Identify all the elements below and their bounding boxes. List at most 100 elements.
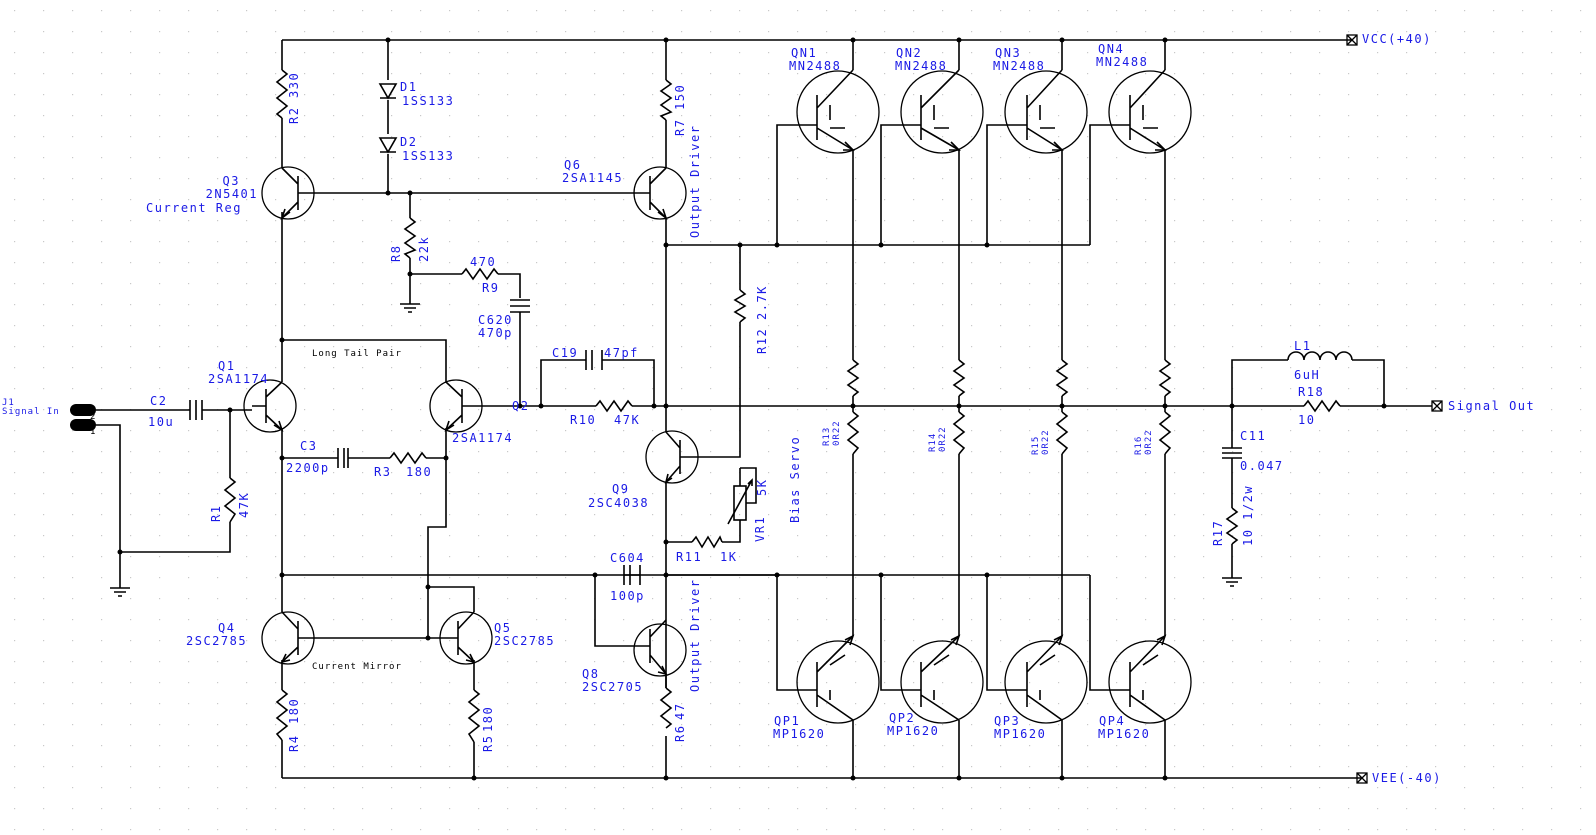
r12-value: 2.7K bbox=[755, 285, 769, 320]
r6-value: 47 bbox=[673, 703, 687, 720]
r11-ref: R11 bbox=[676, 550, 702, 564]
transistor-q5-symbol bbox=[439, 611, 493, 665]
r6-ref: R6 bbox=[673, 725, 687, 742]
resistor-r18 bbox=[1303, 399, 1341, 413]
long-tail-pair-label: Long Tail Pair bbox=[312, 349, 402, 359]
c604-value: 100p bbox=[610, 589, 645, 603]
r13-value: 0R22 bbox=[832, 420, 842, 446]
qn4-part: MN2488 bbox=[1096, 55, 1148, 69]
output-driver-top-label: Output Driver bbox=[688, 125, 702, 238]
transistor-qn1-symbol bbox=[793, 69, 880, 154]
transistor-q2-symbol bbox=[429, 379, 483, 433]
qn3-part: MN2488 bbox=[993, 59, 1045, 73]
r10-ref: R10 bbox=[570, 413, 596, 427]
transistor-q8-symbol bbox=[633, 619, 687, 688]
resistor-r7 bbox=[659, 79, 673, 121]
q1-part: 2SA1174 bbox=[208, 372, 269, 386]
r4-value: 180 bbox=[287, 698, 301, 724]
r13-ref: R13 bbox=[822, 427, 832, 446]
r17-ref: R17 bbox=[1211, 520, 1225, 546]
capacitor-c19 bbox=[585, 350, 603, 370]
q4-part: 2SC2785 bbox=[186, 634, 247, 648]
r2-value: 330 bbox=[287, 72, 301, 98]
transistor-qn3-symbol bbox=[1003, 69, 1088, 154]
transistor-q3-symbol bbox=[261, 166, 315, 221]
c11-value: 0.047 bbox=[1240, 459, 1284, 473]
r9-ref: R9 bbox=[482, 281, 499, 295]
wires bbox=[96, 39, 1432, 779]
qp4-ref: QP4 bbox=[1099, 714, 1125, 728]
r10-value: 47K bbox=[614, 413, 640, 427]
transistor-qp3-symbol bbox=[1003, 634, 1088, 724]
transistor-q4-symbol bbox=[261, 611, 315, 665]
resistor-r4 bbox=[275, 689, 289, 741]
signal-in-ref-label: J1 bbox=[2, 398, 15, 408]
r18-value: 10 bbox=[1298, 413, 1315, 427]
resistor-r11 bbox=[691, 535, 723, 549]
qn2-part: MN2488 bbox=[895, 59, 947, 73]
r1-value: 47K bbox=[237, 492, 251, 518]
r15-ref: R15 bbox=[1031, 436, 1041, 455]
q3-part: 2N5401 bbox=[206, 187, 258, 201]
r16-value: 0R22 bbox=[1144, 429, 1154, 455]
d2-part: 1SS133 bbox=[402, 149, 454, 163]
resistor-r3 bbox=[389, 451, 427, 465]
qp1-ref: QP1 bbox=[774, 714, 800, 728]
transistor-qp1-symbol bbox=[793, 634, 880, 724]
transistor-qp4-symbol bbox=[1106, 634, 1192, 724]
q2-ref: Q2 bbox=[512, 399, 529, 413]
q6-part: 2SA1145 bbox=[562, 171, 623, 185]
l1-ref: L1 bbox=[1294, 339, 1311, 353]
current-reg-label: Current Reg bbox=[146, 201, 242, 215]
d1-ref: D1 bbox=[400, 80, 417, 94]
junction-dots bbox=[117, 37, 1387, 781]
q9-part: 2SC4038 bbox=[588, 496, 649, 510]
vr1-value: 5K bbox=[755, 479, 769, 496]
diode-d1 bbox=[378, 83, 398, 100]
qn1-part: MN2488 bbox=[789, 59, 841, 73]
r14-value: 0R22 bbox=[938, 426, 948, 452]
resistor-r10 bbox=[595, 399, 633, 413]
resistor-r17 bbox=[1225, 507, 1239, 545]
c604-ref: C604 bbox=[610, 551, 645, 565]
capacitor-c3 bbox=[337, 448, 349, 468]
port-markers bbox=[1346, 34, 1443, 784]
c3-ref: C3 bbox=[300, 439, 317, 453]
pin-2-label: 2 bbox=[90, 412, 96, 422]
resistor-r15 bbox=[1055, 411, 1069, 455]
transistor-q6-symbol bbox=[633, 166, 687, 221]
r7-ref: R7 bbox=[673, 119, 687, 136]
qp3-part: MP1620 bbox=[994, 727, 1046, 741]
d1-part: 1SS133 bbox=[402, 94, 454, 108]
resistor-r2 bbox=[275, 69, 289, 119]
input-connector-j1[interactable] bbox=[70, 404, 96, 431]
labels: VCC(+40) VEE(-40) Signal Out J1 Signal I… bbox=[2, 32, 1534, 785]
r4-ref: R4 bbox=[287, 735, 301, 752]
r9-value: 470 bbox=[470, 255, 496, 269]
c620-value: 470p bbox=[478, 326, 513, 340]
c2-ref: C2 bbox=[150, 394, 167, 408]
resistor-r8 bbox=[403, 217, 417, 259]
resistor-r13 bbox=[846, 411, 860, 455]
q2-part: 2SA1174 bbox=[452, 431, 513, 445]
q8-ref: Q8 bbox=[582, 667, 599, 681]
r14-ref: R14 bbox=[928, 433, 938, 452]
bias-servo-label: Bias Servo bbox=[788, 436, 802, 523]
r1-ref: R1 bbox=[209, 505, 223, 522]
qp2-part: MP1620 bbox=[887, 724, 939, 738]
signal-in-label: Signal In bbox=[2, 407, 60, 417]
inductor-l1 bbox=[1287, 351, 1353, 361]
resistor-r6 bbox=[659, 687, 673, 729]
vee-port-label: VEE(-40) bbox=[1372, 771, 1442, 785]
transistor-qp2-symbol bbox=[897, 634, 984, 724]
q4-ref: Q4 bbox=[218, 621, 235, 635]
vr1-ref: VR1 bbox=[753, 516, 767, 542]
transistor-qn4-symbol bbox=[1106, 69, 1192, 154]
r5-ref: R5 bbox=[481, 735, 495, 752]
r7-value: 150 bbox=[673, 84, 687, 110]
output-driver-bottom-label: Output Driver bbox=[688, 579, 702, 692]
resistor-r5 bbox=[467, 689, 481, 743]
d2-ref: D2 bbox=[400, 135, 417, 149]
r3-value: 180 bbox=[406, 465, 432, 479]
